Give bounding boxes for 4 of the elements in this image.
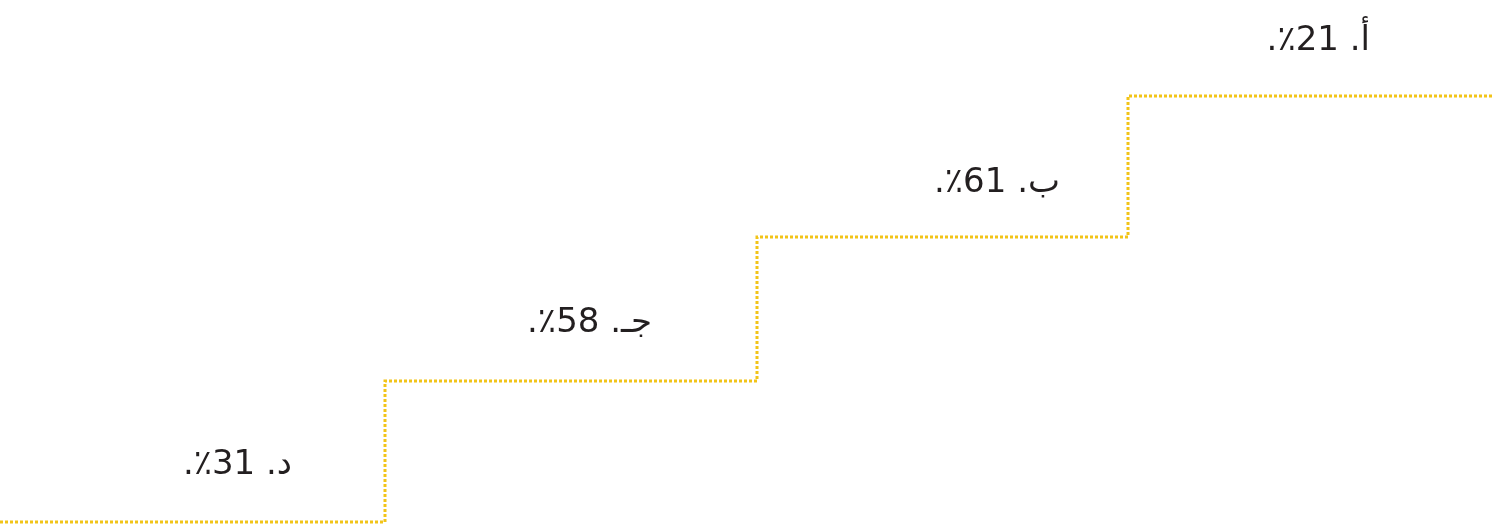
answer-option: جـ. 58٪.	[527, 296, 652, 344]
answer-option: ب. 61٪.	[934, 156, 1060, 204]
answer-option: د. 31٪.	[182, 438, 292, 486]
answer-option: أ. 21٪.	[1266, 14, 1370, 62]
